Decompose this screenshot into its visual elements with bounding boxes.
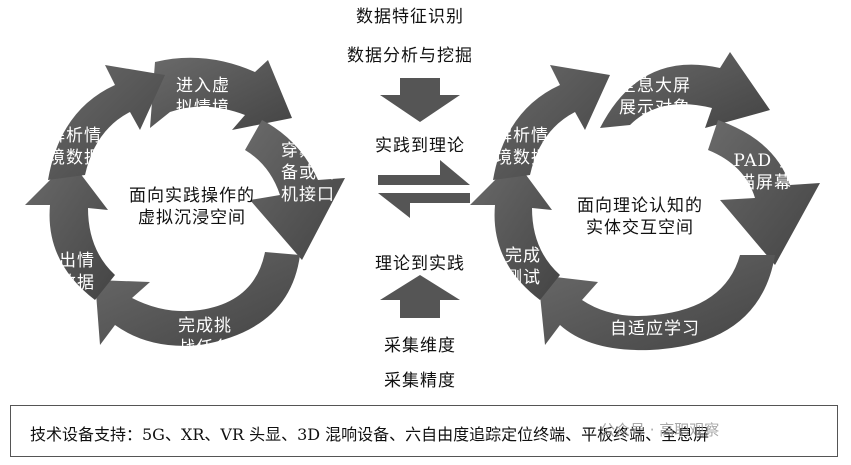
left-step-parse: 解析情 境数据 [48,126,102,168]
left-arc-wear [245,120,345,260]
right-arc-test [470,160,560,300]
bottom-label-precision: 采集精度 [384,371,456,391]
left-arc-complete [95,252,300,346]
left-arc-exit [25,160,115,300]
right-step-adaptive: 自适应学习 [610,319,700,339]
top-label-feature: 数据特征识别 [356,7,464,27]
right-step-test: 完成 测试 [505,246,541,288]
support-text: 技术设备支持：5G、XR、VR 头显、3D 混响设备、六自由度追踪定位终端、平板… [30,425,710,444]
right-step-holo: 全息大屏 展示对象 [619,76,691,118]
right-arrow [378,160,470,185]
left-cycle-ring [25,57,345,346]
right-arc-pad [708,120,820,265]
left-arrow [378,193,470,218]
up-arrow [380,275,460,318]
watermark: 公众号 · 高职观察 [600,421,720,439]
right-step-pad: PAD 扫 描屏幕 [733,151,797,193]
right-arc-holo [600,52,770,128]
right-arc-parse [493,65,610,180]
right-cycle-center: 面向理论认知的 实体交互空间 [577,196,703,238]
right-cycle-ring [470,52,820,351]
left-arc-enter [150,57,292,130]
label-practice-to-theory: 实践到理论 [375,136,465,156]
right-arc-adaptive [538,255,775,351]
top-label-analysis: 数据分析与挖掘 [347,46,473,66]
left-step-enter: 进入虚 拟情境 [176,76,230,118]
support-box [10,405,838,457]
left-step-complete: 完成挑 战任务 [178,316,232,358]
left-cycle-center: 面向实践操作的 虚拟沉浸空间 [129,186,255,228]
left-arc-parse [48,65,165,180]
middle-arrows [378,78,470,318]
bottom-label-dimension: 采集维度 [384,336,456,356]
down-arrow [380,78,460,122]
right-step-parse: 解析情 境数据 [495,126,549,168]
left-step-wear: 穿戴设 备或脑 机接口 [281,141,335,205]
label-theory-to-practice: 理论到实践 [375,254,465,274]
left-step-exit: 退出情 境数据 [41,251,95,293]
